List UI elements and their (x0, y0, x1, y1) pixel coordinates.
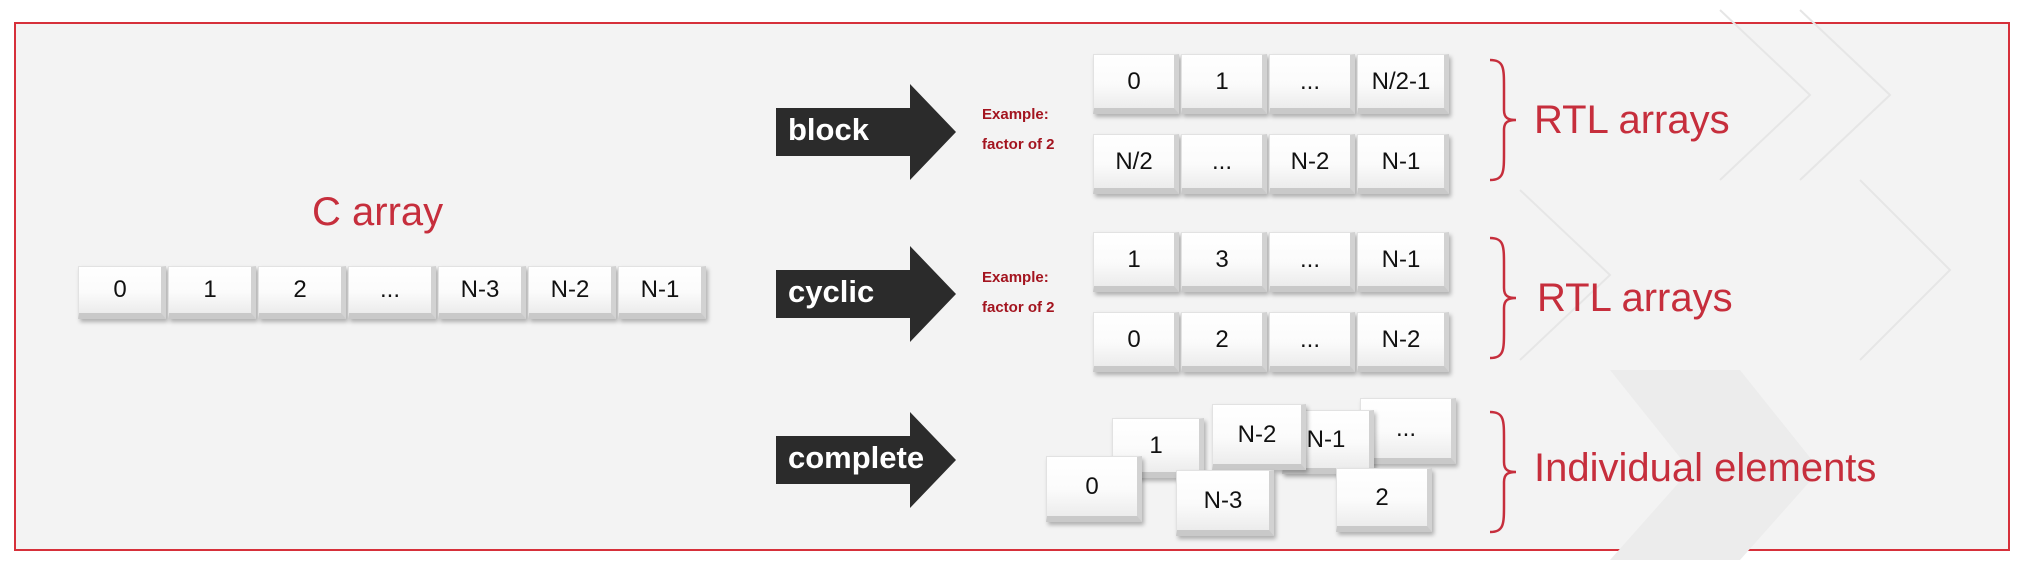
complete-arrow (776, 412, 956, 508)
cyclic-row1-cell: ... (1269, 232, 1355, 292)
c-array-cell: 0 (78, 266, 166, 319)
complete-cell: 0 (1046, 456, 1142, 522)
cyclic-arrow-label: cyclic (788, 274, 875, 309)
block-group-label: RTL arrays (1534, 98, 1730, 142)
block-row2-cell: ... (1181, 134, 1267, 194)
block-example-line2: factor of 2 (982, 136, 1055, 153)
block-row1-cell: 1 (1181, 54, 1267, 114)
complete-cell: 2 (1336, 468, 1432, 532)
cyclic-row2-cell: ... (1269, 312, 1355, 372)
block-arrow-label: block (788, 112, 869, 147)
c-array-cell: N-3 (438, 266, 526, 319)
block-example-line1: Example: (982, 106, 1049, 123)
complete-group-label: Individual elements (1534, 446, 1877, 490)
cyclic-row1-cell: 1 (1093, 232, 1179, 292)
block-row2-cell: N-1 (1357, 134, 1449, 194)
complete-cell: N-3 (1176, 470, 1274, 536)
block-row1-cell: ... (1269, 54, 1355, 114)
block-row2-cell: N/2 (1093, 134, 1179, 194)
block-example-note: Example: factor of 2 (982, 100, 1055, 160)
block-arrow (776, 84, 956, 180)
c-array-cell: 1 (168, 266, 256, 319)
cyclic-row2-cell: 0 (1093, 312, 1179, 372)
cyclic-arrow (776, 246, 956, 342)
cyclic-row1-cell: 3 (1181, 232, 1267, 292)
cyclic-row2-cell: N-2 (1357, 312, 1449, 372)
cyclic-example-line2: factor of 2 (982, 299, 1055, 316)
cyclic-example-line1: Example: (982, 269, 1049, 286)
cyclic-row1-cell: N-1 (1357, 232, 1449, 292)
c-array-cell: 2 (258, 266, 346, 319)
block-row2-cell: N-2 (1269, 134, 1355, 194)
cyclic-group-label: RTL arrays (1537, 276, 1733, 320)
cyclic-row2-cell: 2 (1181, 312, 1267, 372)
complete-cell: N-2 (1212, 404, 1306, 470)
complete-cell: ... (1360, 398, 1456, 464)
c-array-cell: ... (348, 266, 436, 319)
block-row1-cell: N/2-1 (1357, 54, 1449, 114)
block-brace (1489, 58, 1517, 182)
complete-brace (1489, 410, 1517, 534)
cyclic-example-note: Example: factor of 2 (982, 263, 1055, 323)
c-array-title: C array (312, 190, 444, 234)
cyclic-brace (1489, 236, 1517, 360)
block-row1-cell: 0 (1093, 54, 1179, 114)
complete-arrow-label: complete (788, 440, 925, 475)
c-array-cell: N-1 (618, 266, 706, 319)
c-array-cell: N-2 (528, 266, 616, 319)
